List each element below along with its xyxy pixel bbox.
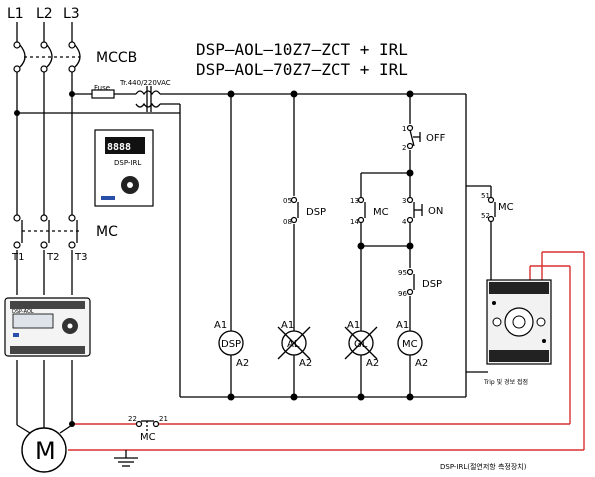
output-t1: T1 xyxy=(11,252,24,263)
measurement-wiring xyxy=(529,251,585,450)
off-terminal-1: 1 xyxy=(402,125,406,133)
load-al-label: AL xyxy=(287,339,300,350)
dsp-alarm-label: DSP xyxy=(306,207,326,218)
mc-aux-terminal-2: 52 xyxy=(481,212,490,220)
load-dsp-a2: A2 xyxy=(236,358,249,369)
motor-label: M xyxy=(35,437,56,465)
off-label: OFF xyxy=(426,133,446,144)
transformer-label: Tr.440/220VAC xyxy=(119,79,171,87)
mc-hold-terminal-1: 13 xyxy=(350,197,359,205)
load-mc-label: MC xyxy=(402,339,418,350)
load-al-a2: A2 xyxy=(299,358,312,369)
mc-hold-contact xyxy=(357,196,366,224)
mccb-breaker xyxy=(13,41,81,73)
mc-aux-contact xyxy=(487,196,496,223)
junction-dots xyxy=(227,90,414,401)
off-button-contact xyxy=(406,124,421,150)
on-terminal-1: 3 xyxy=(402,197,406,205)
load-dsp-label: DSP xyxy=(221,339,241,350)
power-lines xyxy=(16,22,73,425)
mc-hold-label: MC xyxy=(373,207,389,218)
title-line-1: DSP–AOL–10Z7–ZCT + IRL xyxy=(196,40,408,59)
relay-display-label: DSP-AOL xyxy=(12,309,34,315)
phase-label-l3: L3 xyxy=(63,6,80,22)
load-gl-a2: A2 xyxy=(366,358,379,369)
mc-aux-terminal-1: 51 xyxy=(481,192,490,200)
load-al-a1: A1 xyxy=(281,320,294,331)
phase-label-l1: L1 xyxy=(7,6,24,22)
control-wiring xyxy=(230,94,492,397)
title-line-2: DSP–AOL–70Z7–ZCT + IRL xyxy=(196,60,408,79)
mc-bottom-contact xyxy=(72,420,570,431)
dsp-aol-relay xyxy=(4,297,91,357)
load-gl-label: GL xyxy=(354,339,368,350)
mc-main-contactor xyxy=(13,214,80,249)
output-t2: T2 xyxy=(46,252,59,263)
output-t3: T3 xyxy=(74,252,87,263)
irl-device-caption: DSP-IRL(절연저항 측정장치) xyxy=(440,462,527,471)
load-mc-a1: A1 xyxy=(396,320,409,331)
load-alarm-lamp xyxy=(277,326,311,360)
dsp-device-front: 8888 DSP-IRL xyxy=(94,129,154,207)
irl-caption: Trip 및 경보 접점 xyxy=(483,378,528,386)
control-supply xyxy=(17,86,466,398)
mc-bottom-terminal-1: 22 xyxy=(128,415,137,423)
dsp-trip-terminal-2: 96 xyxy=(398,290,407,298)
load-dsp xyxy=(218,330,244,356)
device-display: 8888 xyxy=(107,142,131,153)
ground-symbol xyxy=(68,449,584,467)
off-terminal-2: 2 xyxy=(402,144,406,152)
motor xyxy=(16,424,73,473)
mc-bottom-label: MC xyxy=(140,432,156,443)
device-small-label: DSP-IRL xyxy=(114,159,141,167)
phase-label-l2: L2 xyxy=(36,6,53,22)
load-dsp-a1: A1 xyxy=(214,320,227,331)
dsp-trip-contact xyxy=(406,268,415,296)
irl-device xyxy=(486,279,552,365)
dsp-trip-label: DSP xyxy=(422,279,442,290)
load-mc-coil xyxy=(397,330,423,356)
dsp-trip-terminal-1: 95 xyxy=(398,269,407,277)
dsp-alarm-terminal-2: 08 xyxy=(283,218,292,226)
on-terminal-2: 4 xyxy=(402,218,407,226)
mc-aux-label: MC xyxy=(498,202,514,213)
load-green-lamp xyxy=(344,326,378,360)
dsp-alarm-terminal-1: 05 xyxy=(283,197,292,205)
mccb-label: MCCB xyxy=(96,50,137,66)
mc-hold-terminal-2: 14 xyxy=(350,218,359,226)
on-button-contact xyxy=(406,196,423,224)
dsp-alarm-contact xyxy=(290,196,299,224)
fuse-label: Fuse xyxy=(94,84,110,92)
on-label: ON xyxy=(428,206,443,217)
mc-bottom-terminal-2: 21 xyxy=(159,415,168,423)
load-gl-a1: A1 xyxy=(347,320,360,331)
load-mc-a2: A2 xyxy=(415,358,428,369)
mc-label: MC xyxy=(96,224,118,240)
